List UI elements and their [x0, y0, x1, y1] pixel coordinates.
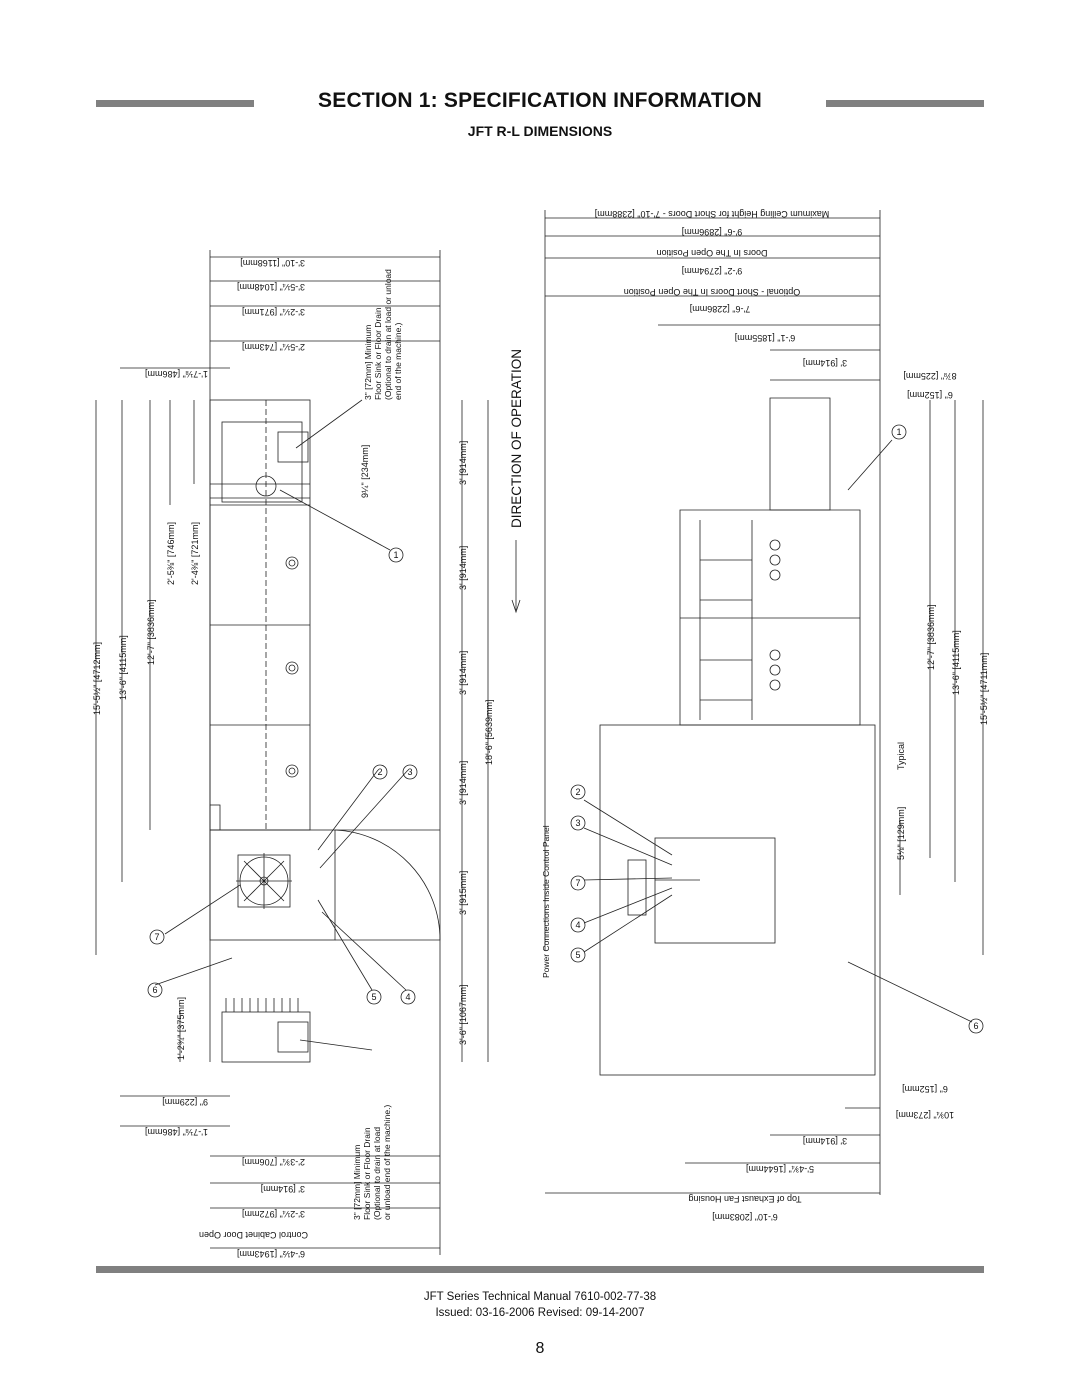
- callout-4: 4: [575, 920, 580, 930]
- callout-2: 2: [575, 787, 580, 797]
- dim-right-top-9: 6" [152mm]: [907, 390, 953, 400]
- dim-right-top-7: 3' [914mm]: [803, 358, 847, 368]
- header-rule-left: [96, 100, 254, 107]
- callout-3: 3: [407, 767, 412, 777]
- dimension-drawing: 1 2 3 5 4 6 7 1 2 3 7 4 5 6 3'-10" [1168…: [92, 209, 989, 1259]
- dim-right-v-2: 15'-5½" [4711mm]: [979, 653, 989, 725]
- dim-left-v-1: 13'-6" [4115mm]: [118, 635, 128, 700]
- dim-center-1: 3' [914mm]: [458, 441, 468, 485]
- callout-1: 1: [393, 550, 398, 560]
- dim-right-top-5: 7'-6" [2286mm]: [690, 304, 750, 314]
- dim-right-bottom-5: 6'-10" [2083mm]: [712, 1212, 777, 1222]
- dim-left-bottom-0: 9" [229mm]: [162, 1097, 208, 1107]
- dim-left-top-4: 1'-7⅛" [486mm]: [145, 369, 208, 379]
- dim-right-bottom-4: Top of Exhaust Fan Housing: [688, 1194, 801, 1204]
- drain-note-line-2: Floor Sink or Floor Drain: [373, 307, 383, 400]
- bottom-note-line-3: (Optional to drain at load: [372, 1127, 382, 1220]
- callout-3: 3: [575, 818, 580, 828]
- dim-left-bottom-2: 2'-3¾" [706mm]: [242, 1157, 305, 1167]
- dim-left-top-1: 3'-5¼" [1048mm]: [237, 282, 305, 292]
- dim-left-v-0: 15'-5½" [4712mm]: [92, 642, 102, 715]
- dim-left-v-5: 1'-2¾" [375mm]: [176, 997, 186, 1060]
- dim-right-bottom-1: 10¾" [273mm]: [896, 1110, 954, 1120]
- dim-left-bottom-3: 3' [914mm]: [261, 1184, 305, 1194]
- callout-2: 2: [377, 767, 382, 777]
- callout-6: 6: [152, 985, 157, 995]
- dim-center-7: 18'-6" [5639mm]: [484, 700, 494, 765]
- issue-dates: Issued: 03-16-2006 Revised: 09-14-2007: [435, 1307, 645, 1319]
- dim-left-top-3: 2'-5¼" [743mm]: [242, 342, 305, 352]
- bottom-note-line-2: Floor Sink or Floor Drain: [362, 1127, 372, 1220]
- section-title: SECTION 1: SPECIFICATION INFORMATION: [318, 89, 762, 112]
- dim-left-top-2: 3'-2¼" [971mm]: [242, 307, 305, 317]
- dim-right-top-2: Doors In The Open Position: [657, 248, 768, 258]
- header-rule-right: [826, 100, 984, 107]
- dim-right-v-1: 13'-6" [4115mm]: [951, 630, 961, 695]
- dim-right-bottom-3: 5'-4¾" [1644mm]: [746, 1164, 814, 1174]
- dim-center-6: 3'-6" [1067mm]: [458, 985, 468, 1045]
- power-connections-label: Power Connections Inside Control Panel: [541, 825, 551, 978]
- dim-left-bottom-4: 3'-2¼" [972mm]: [242, 1209, 305, 1219]
- dim-right-v-0: 12'-7" [3836mm]: [926, 605, 936, 670]
- dim-left-v-2: 12'-7" [3836mm]: [146, 600, 156, 665]
- right-elevation-view: [511, 210, 984, 1195]
- drain-note-line-1: 3" [72mm] Minimum: [363, 325, 373, 400]
- dim-left-bottom-1: 1'-7⅛" [486mm]: [145, 1127, 208, 1137]
- control-door-label: Control Cabinet Door Open: [199, 1230, 308, 1240]
- manual-reference: JFT Series Technical Manual 7610-002-77-…: [423, 1291, 657, 1303]
- bottom-note-line-4: or unload end of the machine.): [382, 1105, 392, 1220]
- callout-6: 6: [973, 1021, 978, 1031]
- typical-label: Typical: [896, 742, 906, 770]
- dim-left-top-0: 3'-10" [1168mm]: [240, 258, 305, 268]
- dim-right-top-0: Maximum Ceiling Height for Short Doors -…: [595, 209, 830, 219]
- callout-4: 4: [405, 992, 410, 1002]
- dim-center-0: 9¼" [234mm]: [360, 445, 370, 498]
- drain-note-line-3: (Optional to drain at load or unload: [383, 269, 393, 400]
- callout-7: 7: [575, 878, 580, 888]
- direction-of-operation-label: DIRECTION OF OPERATION: [509, 349, 524, 528]
- drain-note-line-4: end of the machine.): [393, 322, 403, 400]
- dim-center-4: 3' [914mm]: [458, 761, 468, 805]
- dim-right-bottom-0: 6" [152mm]: [902, 1084, 948, 1094]
- dim-center-3: 3' [914mm]: [458, 651, 468, 695]
- callout-7: 7: [154, 932, 159, 942]
- dim-right-v-3: 5⅛" [129mm]: [896, 807, 906, 860]
- dim-right-top-4: Optional - Short Doors In The Open Posit…: [624, 287, 800, 297]
- callout-1: 1: [896, 427, 901, 437]
- dimensions-subtitle: JFT R-L DIMENSIONS: [467, 123, 613, 139]
- dim-left-v-4: 2'-4⅜" [721mm]: [190, 522, 200, 585]
- dim-left-bottom-5: 6'-4½" [1943mm]: [237, 1249, 305, 1259]
- dim-center-5: 3' [915mm]: [458, 871, 468, 915]
- page-number: 8: [535, 1340, 545, 1357]
- dim-right-top-3: 9'-2" [2794mm]: [682, 266, 742, 276]
- callout-5: 5: [371, 992, 376, 1002]
- dim-right-bottom-2: 3' [914mm]: [803, 1136, 847, 1146]
- dim-center-2: 3' [914mm]: [458, 546, 468, 590]
- callout-5: 5: [575, 950, 580, 960]
- footer-rule: [96, 1266, 984, 1273]
- left-plan-view: [95, 250, 489, 1255]
- bottom-note-line-1: 3" [72mm] Minimum: [352, 1145, 362, 1220]
- dim-right-top-1: 9'-6" [2896mm]: [682, 227, 742, 237]
- dim-left-v-3: 2'-5⅜" [746mm]: [166, 522, 176, 585]
- dim-right-top-6: 6'-1" [1855mm]: [735, 333, 795, 343]
- dim-right-top-8: 8⅞" [225mm]: [903, 371, 956, 381]
